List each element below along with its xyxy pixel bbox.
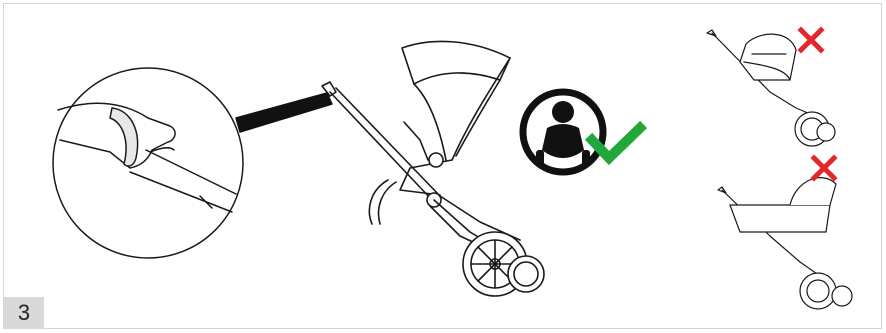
cross-icon	[814, 158, 834, 178]
stroller-with-carrycot-not-allowed	[718, 178, 852, 309]
step-number-badge: 3	[4, 297, 44, 329]
check-icon	[592, 128, 640, 158]
stroller-main	[322, 41, 544, 296]
cross-icon	[801, 30, 821, 50]
handlebar-strap-detail	[53, 68, 332, 258]
baby-in-circle-icon	[523, 92, 603, 172]
